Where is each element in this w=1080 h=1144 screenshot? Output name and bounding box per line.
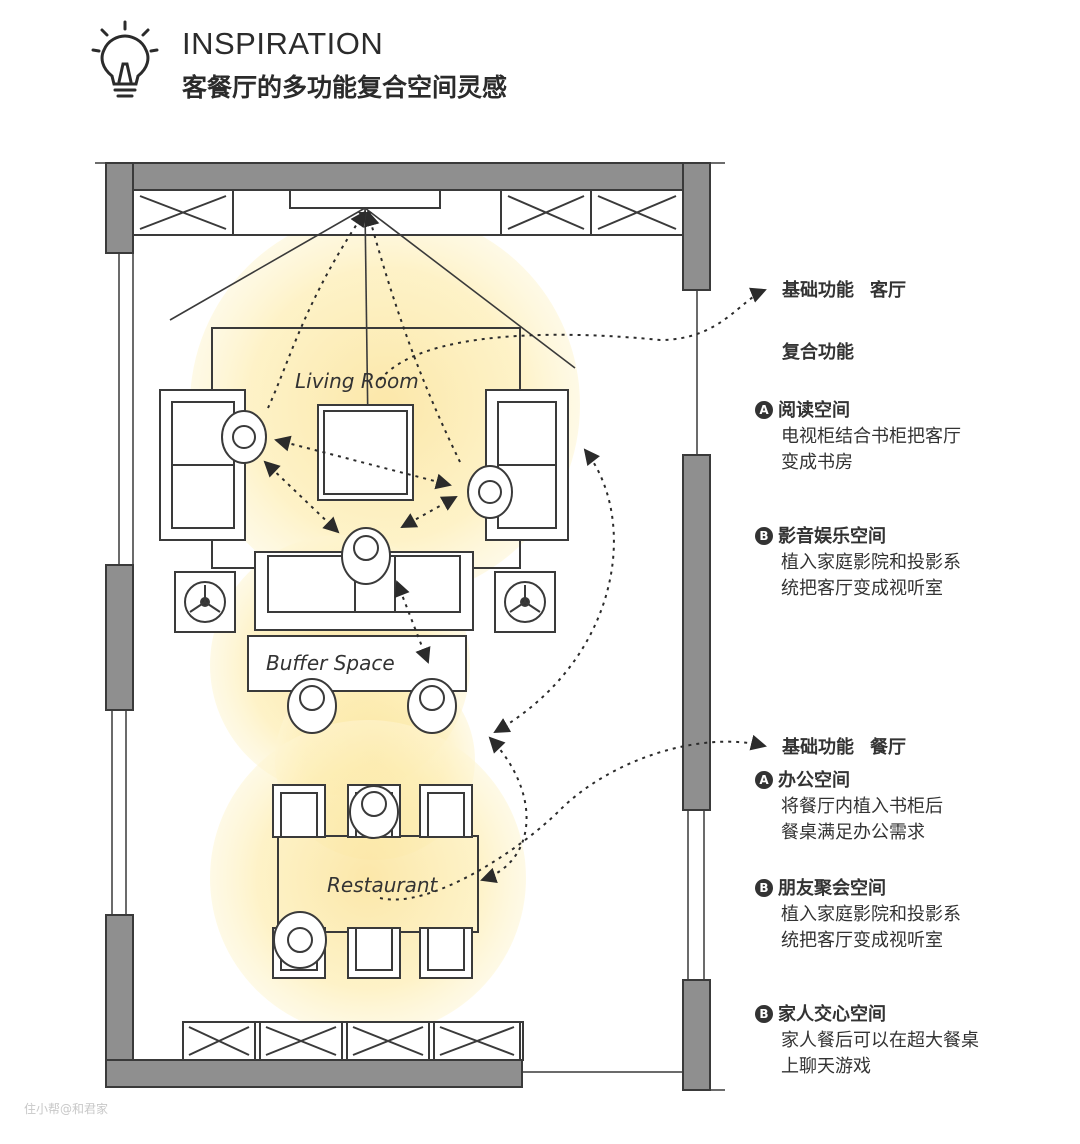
office-desc-1: 将餐厅内植入书柜后 (781, 796, 943, 817)
friends-title: 朋友聚会空间 (778, 878, 886, 899)
family-desc-2: 上聊天游戏 (781, 1056, 871, 1077)
family-space: B 家人交心空间 家人餐后可以在超大餐桌 上聊天游戏 (755, 1002, 979, 1080)
family-title: 家人交心空间 (778, 1004, 886, 1025)
reading-desc-2: 变成书房 (781, 452, 853, 473)
av-desc-1: 植入家庭影院和投影系 (781, 552, 961, 573)
projection-lines (169, 207, 576, 431)
person-icon (467, 465, 513, 519)
av-desc-2: 统把客厅变成视听室 (781, 578, 943, 599)
dining-basic-function: 基础功能餐厅 (782, 735, 906, 761)
person-icon (349, 785, 399, 839)
walls (105, 162, 711, 1091)
reading-space: A 阅读空间 电视柜结合书柜把客厅 变成书房 (755, 398, 961, 476)
av-title: 影音娱乐空间 (778, 526, 886, 547)
friends-desc-2: 统把客厅变成视听室 (781, 930, 943, 951)
badge-b-icon: B (755, 879, 773, 897)
person-icon (341, 527, 391, 585)
dining-basic-label: 基础功能 (782, 737, 854, 758)
reading-desc-1: 电视柜结合书柜把客厅 (781, 426, 961, 447)
friends-desc-1: 植入家庭影院和投影系 (781, 904, 961, 925)
title-en: INSPIRATION (182, 26, 384, 61)
interaction-arrows (263, 210, 615, 883)
living-basic-value: 客厅 (870, 280, 906, 301)
badge-a-icon: A (755, 401, 773, 419)
buffer-space-label: Buffer Space (266, 651, 395, 675)
header: INSPIRATION 客餐厅的多功能复合空间灵感 (90, 20, 690, 110)
tv-cabinet (132, 189, 684, 236)
office-space: A 办公空间 将餐厅内植入书柜后 餐桌满足办公需求 (755, 768, 943, 846)
dining-basic-value: 餐厅 (870, 737, 906, 758)
wall-lines (95, 162, 725, 1091)
leader-lines (379, 287, 767, 901)
office-title: 办公空间 (778, 770, 850, 791)
reading-title: 阅读空间 (778, 400, 850, 421)
watermark: 住小帮@和君家 (24, 1102, 109, 1116)
family-desc-1: 家人餐后可以在超大餐桌 (781, 1030, 979, 1051)
badge-b-icon: B (755, 527, 773, 545)
person-icon (287, 678, 337, 734)
living-basic-label: 基础功能 (782, 280, 854, 301)
living-basic-function: 基础功能客厅 (782, 278, 906, 304)
person-icon (407, 678, 457, 734)
badge-a-icon: A (755, 771, 773, 789)
restaurant-label: Restaurant (327, 873, 439, 897)
bottom-cabinet (182, 1021, 524, 1061)
office-desc-2: 餐桌满足办公需求 (781, 822, 925, 843)
living-room-label: Living Room (295, 369, 419, 393)
lightbulb-icon (91, 20, 159, 98)
composite-label: 复合功能 (782, 342, 854, 363)
composite-function: 复合功能 (782, 340, 854, 366)
friends-space: B 朋友聚会空间 植入家庭影院和投影系 统把客厅变成视听室 (755, 876, 961, 954)
title-cn: 客餐厅的多功能复合空间灵感 (182, 73, 508, 102)
person-icon (221, 410, 267, 464)
badge-b-icon: B (755, 1005, 773, 1023)
person-icon (273, 911, 327, 969)
av-space: B 影音娱乐空间 植入家庭影院和投影系 统把客厅变成视听室 (755, 524, 961, 602)
